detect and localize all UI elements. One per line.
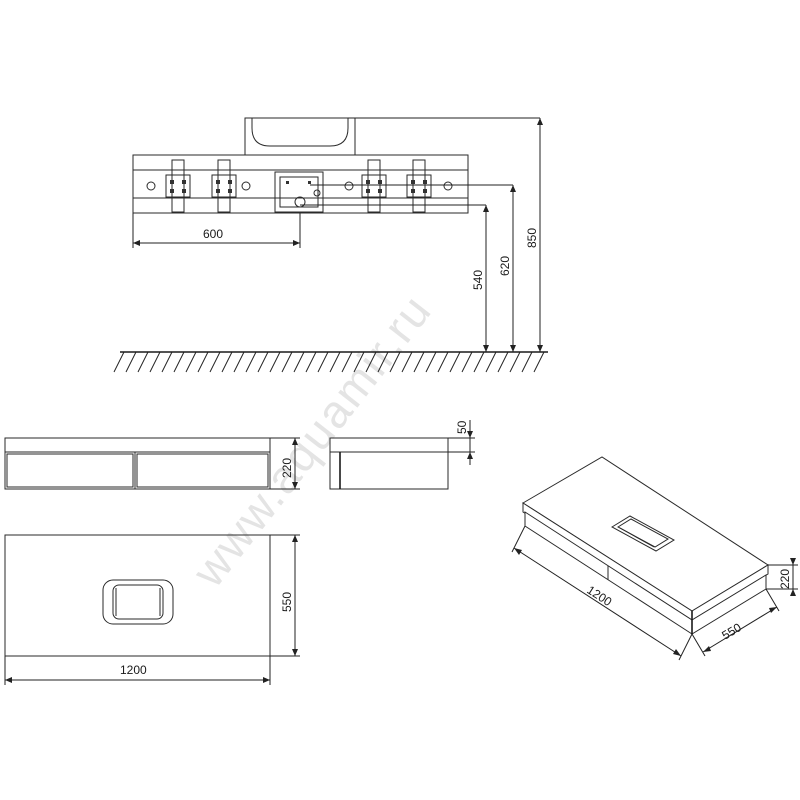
plumbing-plate: [274, 171, 324, 213]
front-view: 220: [4, 437, 300, 490]
floor-hatch-line: [233, 351, 245, 373]
hole-left: [146, 181, 156, 191]
side-body: [329, 451, 449, 490]
iso-basin: [611, 515, 675, 552]
hole-left-2: [241, 181, 251, 191]
floor-hatch-line: [425, 351, 437, 373]
floor-hatch-line: [401, 351, 413, 373]
front-top-slab: [4, 437, 271, 453]
dim-850-label: 850: [525, 228, 539, 248]
floor-hatch-line: [437, 351, 449, 373]
floor-hatch-line: [281, 351, 293, 373]
floor-hatch-line: [413, 351, 425, 373]
basin-bowl: [251, 118, 349, 147]
floor-hatch-line: [341, 351, 353, 373]
floor-hatch-line: [149, 351, 161, 373]
floor-hatch-line: [257, 351, 269, 373]
watermark-text: www.aquamir.ru: [181, 284, 441, 597]
dim-600-label: 600: [203, 227, 223, 241]
side-top-slab: [329, 437, 449, 453]
floor-hatch-line: [125, 351, 137, 373]
floor-hatch-line: [209, 351, 221, 373]
bracket-3: [361, 159, 387, 213]
floor-hatch-line: [317, 351, 329, 373]
floor-hatch-line: [197, 351, 209, 373]
dim-1200-iso-label: 1200: [584, 583, 614, 609]
floor-hatch-line: [185, 351, 197, 373]
basin-outline: [244, 117, 356, 155]
plan-view: 550 1200: [4, 534, 300, 685]
floor-hatch-line: [509, 351, 521, 373]
dim-220-iso-label: 220: [778, 569, 792, 589]
dim-220-front-label: 220: [280, 458, 294, 478]
wall-elevation: 600 540 620 850: [113, 117, 548, 373]
floor-hatch-line: [293, 351, 305, 373]
front-drawer-right: [136, 453, 269, 488]
plan-basin: [102, 579, 174, 625]
floor-hatch-line: [161, 351, 173, 373]
hole-right-2: [443, 181, 453, 191]
floor-hatch: [113, 351, 545, 373]
side-view: 50: [329, 420, 475, 490]
floor-hatch-line: [305, 351, 317, 373]
floor-hatch-line: [365, 351, 377, 373]
floor-hatch-line: [473, 351, 485, 373]
floor-hatch-line: [389, 351, 401, 373]
bracket-1: [165, 159, 191, 213]
dim-1200-plan-label: 1200: [120, 663, 147, 677]
dim-550-iso-label: 550: [719, 620, 744, 642]
floor-hatch-line: [461, 351, 473, 373]
floor-hatch-line: [137, 351, 149, 373]
floor-hatch-line: [245, 351, 257, 373]
floor-hatch-line: [113, 351, 125, 373]
front-body: [4, 451, 271, 490]
dim-550-plan-label: 550: [280, 592, 294, 612]
floor-hatch-line: [221, 351, 233, 373]
plan-top: [4, 534, 271, 657]
front-drawer-left: [6, 453, 134, 488]
dim-620-label: 620: [498, 256, 512, 276]
hole-right: [344, 181, 354, 191]
floor-hatch-line: [497, 351, 509, 373]
floor-hatch-line: [521, 351, 533, 373]
floor-hatch-line: [533, 351, 545, 373]
floor-hatch-line: [269, 351, 281, 373]
floor-hatch-line: [485, 351, 497, 373]
dim-50-label: 50: [455, 420, 469, 434]
floor-hatch-line: [353, 351, 365, 373]
isometric-view: 1200 550 220: [511, 456, 798, 661]
floor-hatch-line: [449, 351, 461, 373]
bracket-4: [406, 159, 432, 213]
dim-540-label: 540: [471, 270, 485, 290]
floor-hatch-line: [173, 351, 185, 373]
floor-hatch-line: [377, 351, 389, 373]
bracket-2: [211, 159, 237, 213]
floor-hatch-line: [329, 351, 341, 373]
